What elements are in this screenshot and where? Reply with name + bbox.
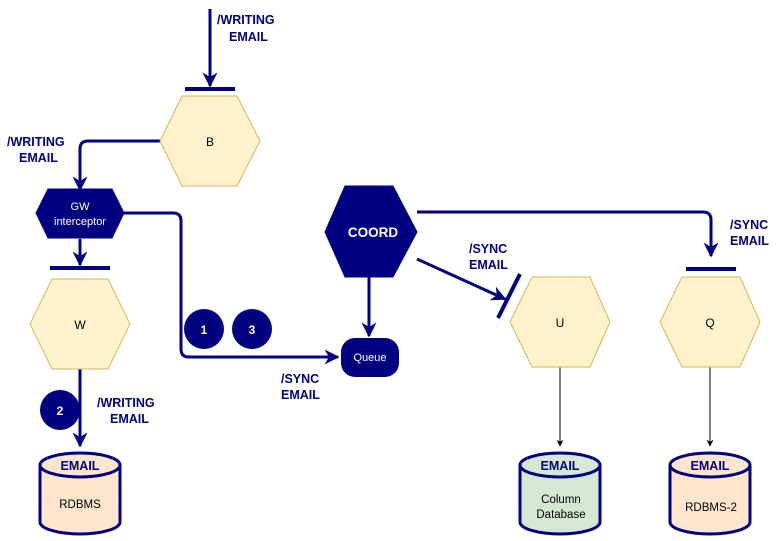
- edge-label-into-b-line2: EMAIL: [229, 30, 268, 44]
- db-title-rdbms2: EMAIL: [691, 459, 730, 473]
- db-label-column-line2: Database: [536, 509, 585, 521]
- edge-label-w-to-rdbms-line2: EMAIL: [110, 412, 149, 426]
- gw-interceptor-node[interactable]: GW interceptor: [35, 188, 125, 239]
- database-rdbms2[interactable]: EMAIL RDBMS-2: [668, 451, 752, 536]
- queue-node[interactable]: Queue: [341, 338, 399, 377]
- node-label-coord: COORD: [348, 225, 399, 240]
- edge-label-coord-to-u-line1: /SYNC: [469, 242, 507, 256]
- svg-text:2: 2: [57, 404, 64, 418]
- db-label-column-line1: Column: [541, 494, 581, 506]
- node-label-u: U: [556, 316, 565, 330]
- service-node-b[interactable]: B: [159, 95, 261, 187]
- edge-gw-to-w[interactable]: [50, 239, 110, 270]
- node-label-gw-line2: interceptor: [54, 216, 106, 228]
- service-node-w[interactable]: W: [29, 278, 131, 370]
- edge-coord-to-u[interactable]: [416, 257, 522, 319]
- svg-text:1: 1: [201, 323, 208, 337]
- edge-label-coord-to-q-line1: /SYNC: [730, 218, 768, 232]
- coord-node[interactable]: COORD: [324, 185, 418, 278]
- db-label-rdbms: RDBMS: [59, 499, 101, 511]
- edge-label-gw-to-queue-line2: EMAIL: [281, 388, 320, 402]
- edge-label-coord-to-u-line2: EMAIL: [469, 258, 508, 272]
- edge-label-w-to-rdbms-line1: /WRITING: [97, 396, 155, 410]
- edge-coord-to-q[interactable]: [417, 210, 736, 271]
- node-label-queue: Queue: [353, 352, 386, 364]
- service-node-q[interactable]: Q: [659, 276, 761, 368]
- step-badge-2: 2: [40, 390, 80, 430]
- edge-label-b-to-gw-line2: EMAIL: [19, 151, 58, 165]
- database-rdbms[interactable]: EMAIL RDBMS: [38, 451, 122, 536]
- node-label-b: B: [206, 135, 214, 149]
- db-label-rdbms2: RDBMS-2: [685, 502, 737, 514]
- edge-gw-to-queue[interactable]: [124, 211, 340, 365]
- edge-label-b-to-gw-line1: /WRITING: [7, 135, 65, 149]
- blocking-bar: [496, 273, 522, 319]
- step-badge-3: 3: [232, 309, 272, 349]
- db-title-rdbms: EMAIL: [61, 459, 100, 473]
- edge-b-to-gw[interactable]: [72, 139, 160, 192]
- node-label-gw-line1: GW: [71, 201, 91, 213]
- node-label-q: Q: [705, 316, 714, 330]
- step-badge-1: 1: [184, 309, 224, 349]
- edge-into-b[interactable]: [185, 9, 235, 91]
- service-node-u[interactable]: U: [509, 276, 611, 368]
- edge-label-gw-to-queue-line1: /SYNC: [281, 372, 319, 386]
- db-title-column: EMAIL: [541, 459, 580, 473]
- node-label-w: W: [74, 318, 86, 332]
- edge-label-into-b-line1: /WRITING: [217, 13, 275, 27]
- svg-text:3: 3: [249, 323, 256, 337]
- database-column[interactable]: EMAIL Column Database: [518, 451, 602, 536]
- edge-label-coord-to-q-line2: EMAIL: [730, 234, 769, 248]
